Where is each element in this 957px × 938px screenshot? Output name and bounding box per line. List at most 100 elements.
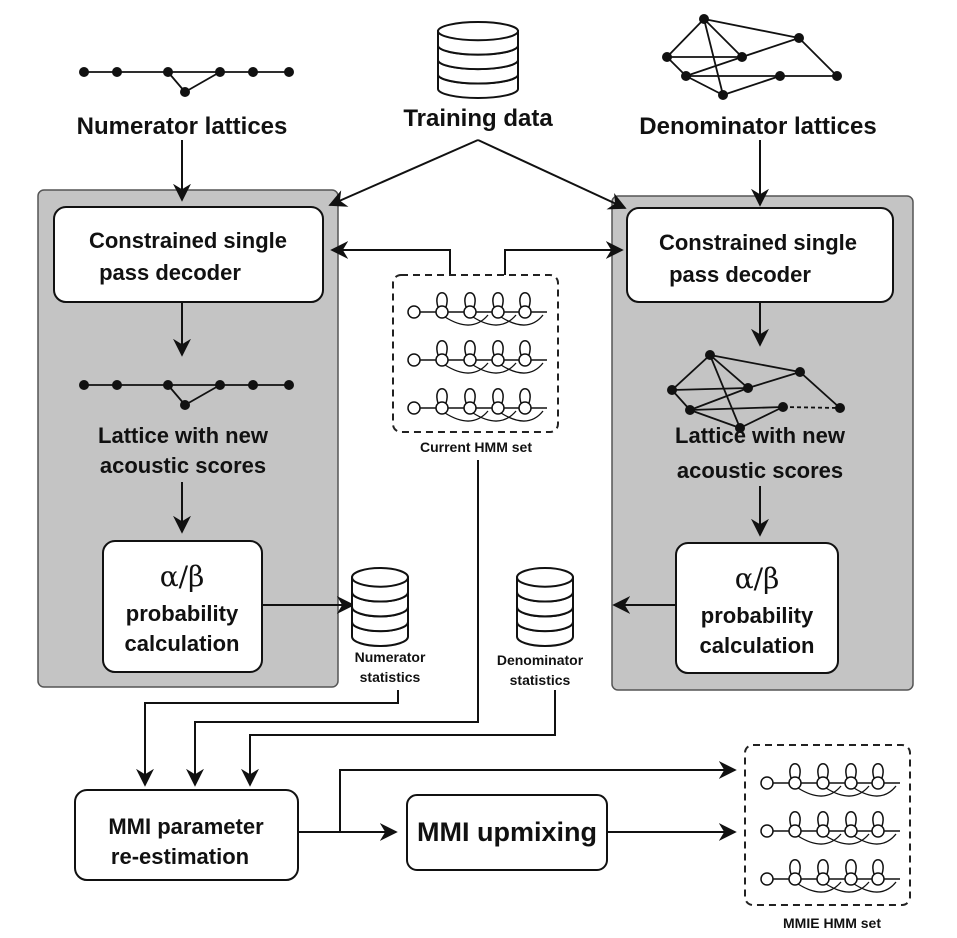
svg-text:calculation: calculation: [125, 631, 240, 656]
svg-text:MMI parameter: MMI parameter: [108, 814, 264, 839]
lattice-edge: [184, 71, 221, 93]
hmm-skip-arc: [825, 785, 870, 797]
lattice-node: [79, 67, 89, 77]
mmi-reestimation-box: MMI parameter re-estimation: [74, 789, 299, 881]
svg-text:calculation: calculation: [700, 633, 815, 658]
numerator-statistics-database-icon: [351, 567, 409, 647]
database-disk-top: [516, 567, 574, 588]
denominator-lattices-label: Denominator lattices: [639, 113, 876, 140]
lattice-node: [795, 367, 805, 377]
hmm-self-loop: [464, 292, 476, 308]
lattice-edge: [671, 354, 711, 391]
hmm-self-loop: [519, 388, 531, 404]
hmm-state: [760, 872, 774, 886]
lattice-node: [835, 403, 845, 413]
hmm-state: [518, 305, 532, 319]
hmm-self-loop: [492, 292, 504, 308]
lattice-node: [180, 400, 190, 410]
hmm-state: [844, 824, 858, 838]
hmm-skip-arc: [500, 362, 544, 374]
hmm-skip-arc: [853, 833, 897, 845]
lattice-edge: [798, 37, 838, 77]
svg-text:MMI upmixing: MMI upmixing: [417, 817, 597, 847]
hmm-state: [407, 353, 421, 367]
database-disk-top: [437, 21, 519, 42]
hmm-state: [491, 353, 505, 367]
denominator-statistics-label-1: Denominator: [497, 652, 584, 668]
mmi-upmixing-box: MMI upmixing: [406, 794, 608, 871]
hmm-state: [435, 305, 449, 319]
hmm-state: [435, 401, 449, 415]
lattice-edge: [685, 75, 724, 96]
denominator-statistics-database-icon: [516, 567, 574, 647]
hmm-state: [788, 824, 802, 838]
lattice-node: [248, 67, 258, 77]
lattice-node: [778, 402, 788, 412]
hmm-self-loop: [492, 388, 504, 404]
hmm-self-loop: [817, 859, 829, 875]
lattice-edge: [709, 354, 801, 373]
hmm-state: [760, 824, 774, 838]
output-arrows: [298, 761, 737, 841]
denominator-rescored-lattice-graph: [667, 350, 845, 433]
lattice-node: [112, 380, 122, 390]
hmm-skip-arc: [444, 314, 489, 326]
lattice-node: [775, 71, 785, 81]
lattice-node: [681, 71, 691, 81]
lattice-edge: [722, 75, 781, 96]
lattice-edge: [184, 384, 221, 406]
svg-text:probability: probability: [126, 601, 239, 626]
hmm-skip-arc: [472, 314, 517, 326]
hmm-models-icon: [760, 763, 900, 893]
database-disk-top: [351, 567, 409, 588]
current-hmm-set-label: Current HMM set: [420, 439, 532, 455]
hmm-state: [760, 776, 774, 790]
hmm-self-loop: [492, 340, 504, 356]
hmm-skip-arc: [853, 881, 897, 893]
svg-text:Constrained single: Constrained single: [89, 228, 287, 253]
numerator-decoder-box: Constrained single pass decoder: [53, 206, 324, 303]
lattice-node: [284, 380, 294, 390]
denominator-decoder-box: Constrained single pass decoder: [626, 207, 894, 303]
hmm-state: [788, 872, 802, 886]
lattice-node: [215, 380, 225, 390]
lattice-edge: [689, 406, 784, 411]
numerator-alpha-beta-box: α/β probability calculation: [102, 540, 263, 673]
numerator-statistics-label-2: statistics: [360, 669, 421, 685]
hmm-skip-arc: [797, 833, 842, 845]
hmm-self-loop: [519, 292, 531, 308]
hmm-self-loop: [845, 811, 857, 827]
lattice-label-line1: Lattice with new: [98, 423, 269, 448]
hmm-self-loop: [845, 859, 857, 875]
lattice-edge: [666, 18, 705, 58]
hmm-state: [816, 872, 830, 886]
lattice-edge: [703, 18, 800, 39]
lattice-node: [737, 52, 747, 62]
numerator-lattices-label: Numerator lattices: [77, 113, 288, 140]
lattice-node: [667, 385, 677, 395]
lattice-edge: [799, 371, 841, 409]
lattice-node: [794, 33, 804, 43]
hmm-self-loop: [789, 763, 801, 779]
hmm-self-loop: [872, 811, 884, 827]
hmm-state: [435, 353, 449, 367]
svg-text:Constrained single: Constrained single: [659, 230, 857, 255]
lattice-edge: [782, 406, 841, 409]
training-data-label: Training data: [403, 105, 553, 132]
lattice-node: [685, 405, 695, 415]
lattice-edge: [703, 18, 743, 58]
svg-text:pass decoder: pass decoder: [99, 260, 241, 285]
hmm-self-loop: [817, 763, 829, 779]
svg-text:α/β: α/β: [160, 560, 205, 593]
lattice-node: [163, 67, 173, 77]
hmm-skip-arc: [500, 410, 544, 422]
hmm-state: [518, 401, 532, 415]
hmm-skip-arc: [825, 881, 870, 893]
lattice-edge: [689, 409, 741, 429]
hmm-self-loop: [817, 811, 829, 827]
denominator-statistics-label-2: statistics: [510, 672, 571, 688]
hmm-state: [491, 401, 505, 415]
lattice-label-line1: Lattice with new: [675, 423, 846, 448]
lattice-node: [180, 87, 190, 97]
hmm-state: [463, 305, 477, 319]
